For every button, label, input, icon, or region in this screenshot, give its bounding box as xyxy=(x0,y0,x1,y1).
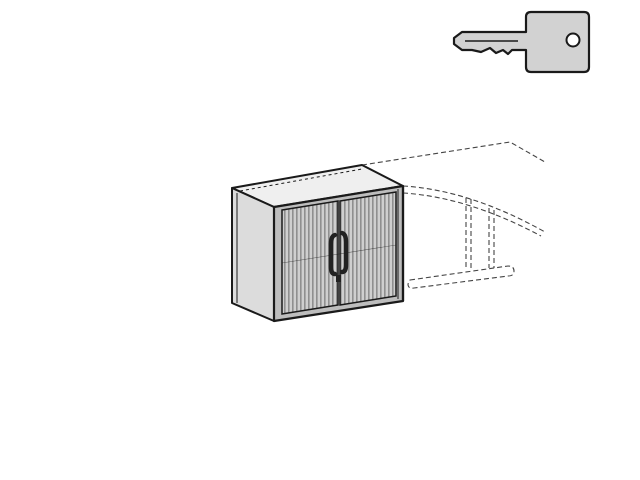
cabinet xyxy=(231,164,405,323)
desk-outline xyxy=(361,141,546,289)
tambour-door-left xyxy=(281,200,339,315)
handle-right xyxy=(339,230,349,275)
tambour-door-right xyxy=(339,191,397,306)
key-icon xyxy=(452,10,591,74)
cabinet-side xyxy=(231,187,275,322)
handle-left xyxy=(328,232,338,277)
lock xyxy=(336,275,341,282)
